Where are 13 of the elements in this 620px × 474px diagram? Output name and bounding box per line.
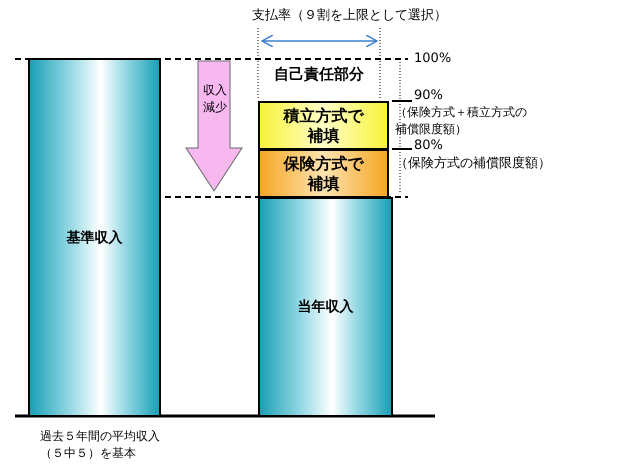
coverage-block: 保険方式で補填 [258, 149, 389, 198]
arrow-label: 収入減少 [202, 82, 228, 116]
income-bar: 当年収入 [258, 197, 393, 417]
percent-label: 90% [414, 88, 443, 103]
percent-label: 80% [414, 138, 443, 153]
note: （保険方式の補償限度額） [395, 155, 551, 172]
income-bar: 基準収入 [28, 58, 161, 417]
region-label: 自己責任部分 [273, 66, 365, 83]
note: 支払率（９割を上限として選択） [252, 7, 447, 24]
percent-label: 100% [414, 51, 452, 66]
coverage-block: 積立方式で補填 [258, 101, 389, 150]
note: （保険方式＋積立方式の補償限度額） [395, 104, 528, 138]
caption: 過去５年間の平均収入（５中５）を基本 [40, 428, 161, 462]
